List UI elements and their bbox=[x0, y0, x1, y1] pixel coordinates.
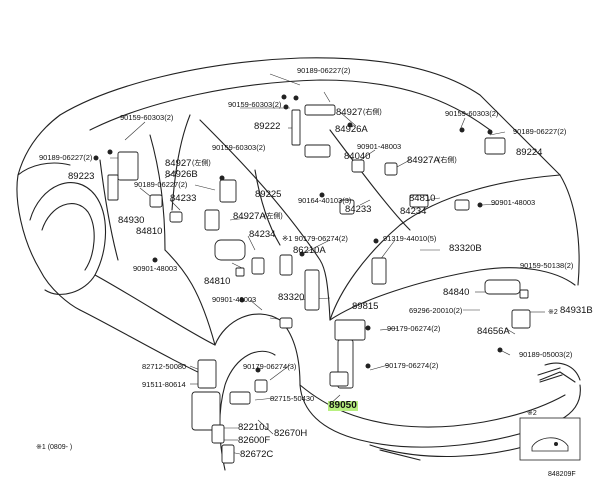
component-shapes bbox=[107, 104, 531, 464]
part-label: 89223 bbox=[68, 171, 95, 182]
part-label: 90159-60303(2) bbox=[228, 100, 282, 109]
part-label: 89225 bbox=[255, 189, 282, 200]
part-label: 89815 bbox=[352, 301, 379, 312]
part-label: 90179-06274(2) bbox=[387, 324, 441, 333]
part-label: (右側) bbox=[363, 109, 382, 116]
part-label: 84233 bbox=[170, 193, 197, 204]
part-label: 90159-60303(2) bbox=[120, 113, 174, 122]
part-label: 84927 bbox=[336, 107, 363, 118]
part-label: 90159-50138(2) bbox=[520, 261, 574, 270]
legend-marker: ※2 bbox=[527, 410, 537, 417]
part-label: 84234 bbox=[400, 206, 427, 217]
part-label: 90159-60303(2) bbox=[212, 143, 266, 152]
part-label: (左側) bbox=[192, 160, 211, 167]
part-label: 82712-50080 bbox=[142, 362, 187, 371]
part-label: 84656A bbox=[477, 326, 510, 337]
part-label: 82210J bbox=[238, 422, 270, 433]
part-label: 90189-06227(2) bbox=[297, 66, 351, 75]
part-label: 84927A bbox=[233, 211, 266, 222]
legend-box bbox=[519, 417, 581, 461]
part-label: 82715-50430 bbox=[270, 394, 315, 403]
part-label: 84930 bbox=[118, 215, 145, 226]
part-label: ※1 90179-06274(2) bbox=[282, 234, 348, 243]
part-label: 91319-44010(5) bbox=[383, 234, 437, 243]
part-label: 84810 bbox=[409, 193, 436, 204]
part-label: 84810 bbox=[136, 226, 163, 237]
part-label: 84810 bbox=[204, 276, 231, 287]
part-label: 82600F bbox=[238, 435, 271, 446]
part-label: 84927A bbox=[407, 155, 440, 166]
part-label: 86210A bbox=[293, 245, 326, 256]
part-label: 90189-06227(2) bbox=[134, 180, 188, 189]
part-label: 84926A bbox=[335, 124, 368, 135]
part-label: 84931B bbox=[560, 305, 593, 316]
fastener-dots bbox=[93, 94, 503, 373]
part-label: 90901-48003 bbox=[133, 264, 178, 273]
part-label: 84040 bbox=[344, 151, 371, 162]
part-label: 90901-48003 bbox=[212, 295, 257, 304]
part-label: 69296-20010(2) bbox=[409, 306, 463, 315]
part-label: 90189-05003(2) bbox=[519, 350, 573, 359]
part-label: 90179-06274(2) bbox=[385, 361, 439, 370]
part-label: 84840 bbox=[443, 287, 470, 298]
part-label: ※2 bbox=[548, 309, 558, 316]
part-label: (右側) bbox=[438, 157, 457, 164]
part-label: 89224 bbox=[516, 147, 543, 158]
part-label: (左側) bbox=[264, 213, 283, 220]
highlighted-part-label[interactable]: 89050 bbox=[328, 400, 358, 411]
part-label: 82672C bbox=[240, 449, 274, 460]
part-label: 91511-80614 bbox=[142, 380, 186, 389]
footnote-label: ※1 (0809- ) bbox=[36, 444, 73, 451]
part-label: 84234 bbox=[249, 229, 276, 240]
part-label: 90159-60303(2) bbox=[445, 109, 499, 118]
part-label: 90901-48003 bbox=[491, 198, 536, 207]
part-label: 90901-48003 bbox=[357, 142, 402, 151]
part-label: 83320 bbox=[278, 292, 305, 303]
part-label: 90189-06227(2) bbox=[39, 153, 93, 162]
part-label: 90189-06227(2) bbox=[513, 127, 567, 136]
part-label: 84927 bbox=[165, 158, 192, 169]
part-label: 89222 bbox=[254, 121, 281, 132]
part-label: 84233 bbox=[345, 204, 372, 215]
part-label: 90164-40103(3) bbox=[298, 196, 352, 205]
part-label: 83320B bbox=[449, 243, 482, 254]
part-label: 90179-06274(3) bbox=[243, 362, 297, 371]
part-label: 82670H bbox=[274, 428, 308, 439]
part-label: 84926B bbox=[165, 169, 198, 180]
diagram-id: 848209F bbox=[548, 471, 576, 478]
